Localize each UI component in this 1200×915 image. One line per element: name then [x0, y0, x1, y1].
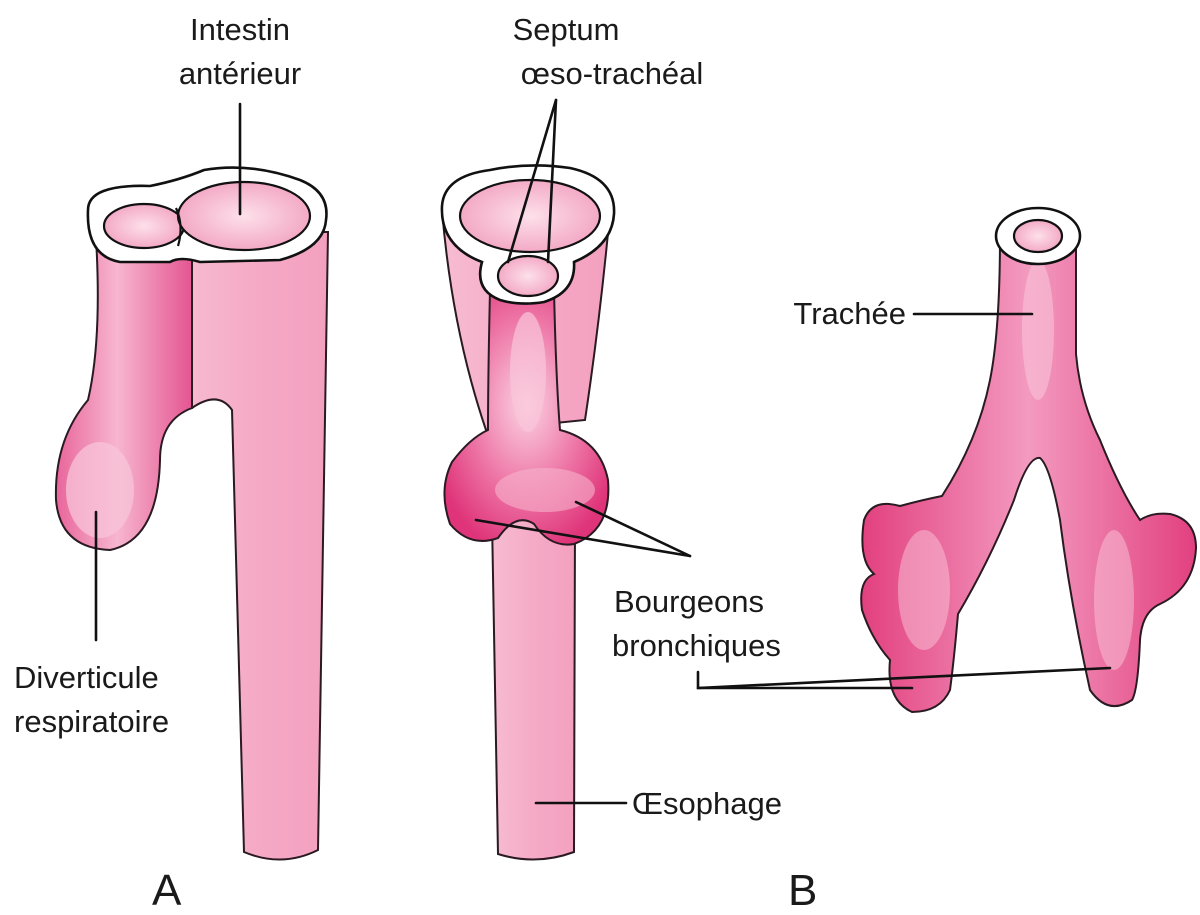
- panel-label-a: A: [152, 866, 182, 915]
- panel-b-septum-illustration: [442, 165, 614, 859]
- label-intestin-line2: antérieur: [179, 56, 301, 91]
- label-trachee: Trachée: [793, 296, 906, 331]
- oesophagus-tube-b: [492, 520, 575, 860]
- trachea-lumen-c: [1014, 220, 1062, 252]
- label-bourgeons-line2: bronchiques: [612, 628, 781, 663]
- panel-b-tree-illustration: [861, 208, 1196, 712]
- label-diverticule-line1: Diverticule: [14, 660, 159, 695]
- panel-label-b: B: [788, 866, 817, 915]
- label-oesophage: Œsophage: [632, 786, 782, 821]
- foregut-lumen-a: [178, 182, 310, 250]
- label-septum-line1: Septum: [513, 12, 620, 47]
- label-bourgeons-line1: Bourgeons: [614, 584, 764, 619]
- trachea-lumen-a: [104, 204, 184, 248]
- foregut-tube-a: [178, 232, 328, 860]
- label-diverticule-line2: respiratoire: [14, 704, 169, 739]
- label-intestin-line1: Intestin: [190, 12, 290, 47]
- label-septum-line2: œso-trachéal: [521, 56, 704, 91]
